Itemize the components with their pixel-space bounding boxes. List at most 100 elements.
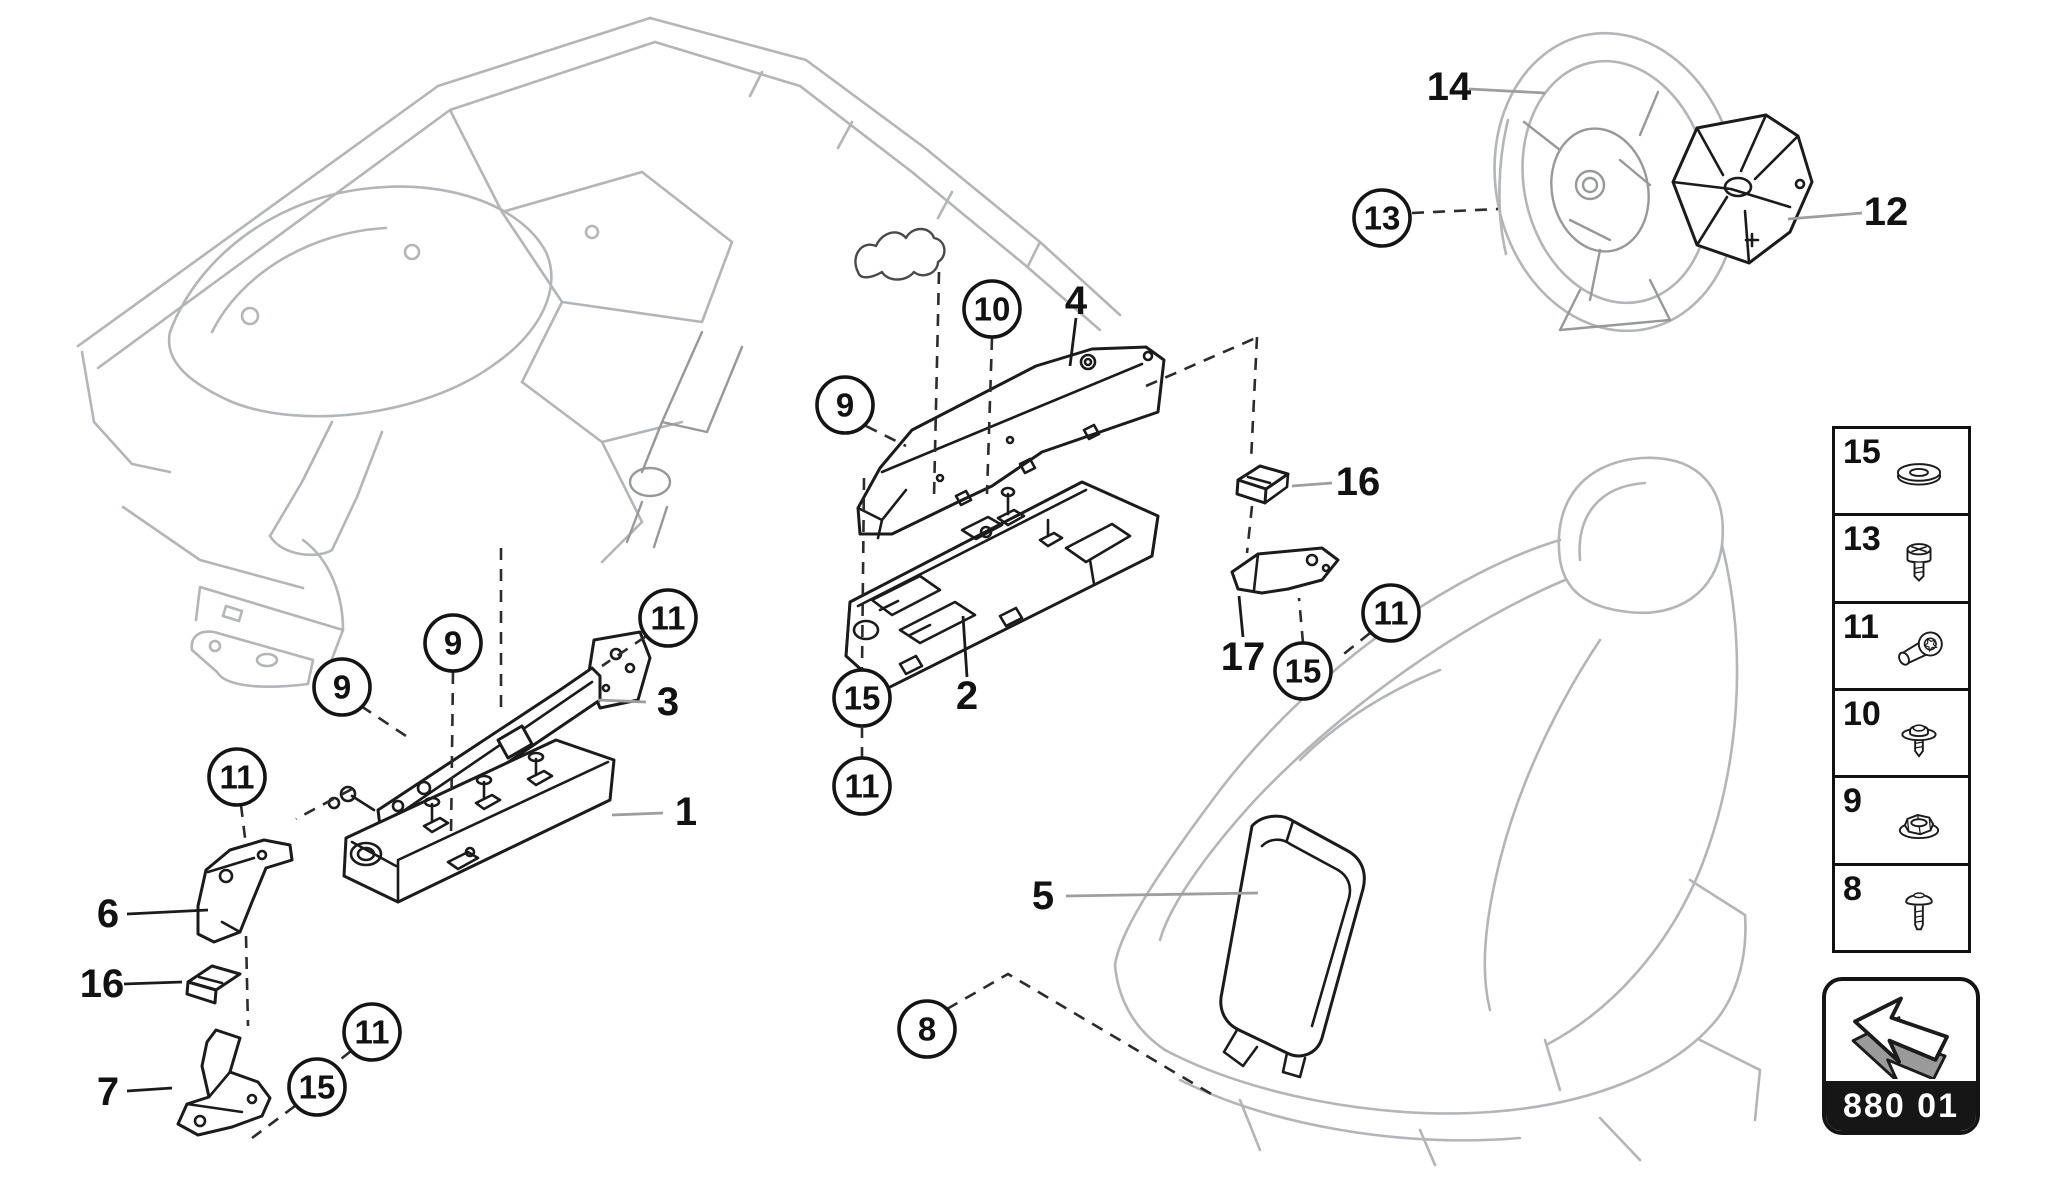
- callout-label-2[interactable]: 2: [956, 615, 978, 718]
- leader-line: [1468, 87, 1546, 95]
- callout-label-5[interactable]: 5: [1032, 874, 1259, 918]
- leader-line: [126, 1086, 173, 1093]
- callout-circle-15[interactable]: 15: [832, 477, 892, 728]
- callout-circle-9[interactable]: 9: [312, 657, 413, 742]
- callout-circle-9[interactable]: 9: [423, 613, 483, 837]
- callout-circle-15[interactable]: 15: [251, 1057, 347, 1140]
- callout-circle-15[interactable]: 15: [1273, 597, 1333, 701]
- callout-label-7[interactable]: 7: [97, 1070, 173, 1114]
- page-nav-box[interactable]: 880 01: [1822, 977, 1980, 1135]
- callout-ring: [1361, 583, 1421, 643]
- leader-line: [449, 671, 455, 837]
- callout-circle-13[interactable]: 13: [1352, 188, 1499, 248]
- assembly-axis-line: [1245, 505, 1254, 554]
- callout-ring: [342, 1002, 402, 1062]
- callout-label-1[interactable]: 1: [611, 790, 697, 834]
- shoulder-bolt-icon: [1893, 627, 1947, 672]
- callout-ring: [207, 747, 267, 807]
- assembly-axis-line: [1249, 336, 1259, 462]
- leader-line: [126, 908, 209, 916]
- callout-number: 17: [1221, 635, 1266, 679]
- callout-number: 11: [651, 600, 686, 637]
- callout-label-16[interactable]: 16: [1291, 460, 1381, 504]
- callout-number: 7: [97, 1070, 119, 1114]
- callout-number: 4: [1065, 279, 1088, 323]
- cheese-head-screw-icon: [1906, 543, 1932, 582]
- legend-item-10[interactable]: 10: [1835, 690, 1968, 779]
- leader-line: [860, 477, 866, 671]
- callout-ring: [832, 756, 892, 816]
- callout-number: 15: [1285, 653, 1322, 690]
- dashboard-line-art: [76, 16, 1122, 688]
- part-drawing-12-steering-airbag: [1671, 113, 1814, 265]
- callout-circle-11[interactable]: 11: [1339, 583, 1421, 659]
- callout-label-12[interactable]: 12: [1787, 190, 1909, 234]
- part-drawing-1-knee-airbag: [342, 738, 616, 904]
- callout-label-17[interactable]: 17: [1221, 595, 1266, 679]
- callout-number: 9: [836, 387, 854, 424]
- leader-line: [360, 704, 413, 742]
- leader-line: [985, 337, 994, 495]
- callout-ring: [897, 999, 957, 1059]
- callout-number: 11: [355, 1014, 390, 1051]
- callout-number: 15: [299, 1069, 336, 1106]
- leader-line: [597, 698, 647, 704]
- leader-line: [1291, 481, 1333, 488]
- washer-icon: [1896, 463, 1942, 486]
- direction-arrow-icon: [1826, 981, 1976, 1085]
- callout-label-4[interactable]: 4: [1065, 279, 1088, 367]
- leader-line: [611, 811, 664, 817]
- callout-number: 5: [1032, 874, 1054, 918]
- callout-number: 13: [1364, 200, 1401, 237]
- callout-circle-11[interactable]: 11: [601, 588, 698, 668]
- callout-circle-11[interactable]: 11: [832, 726, 892, 816]
- assembly-axis-lines: [244, 271, 1259, 1027]
- leader-line: [961, 615, 969, 678]
- legend-item-13[interactable]: 13: [1835, 516, 1968, 604]
- callout-number: 16: [80, 962, 125, 1006]
- legend-item-9[interactable]: 9: [1835, 778, 1968, 866]
- callout-label-3[interactable]: 3: [597, 680, 679, 724]
- callout-circle-11[interactable]: 11: [301, 1002, 402, 1092]
- part-drawing-7-bracket: [176, 1028, 272, 1137]
- callout-ring: [287, 1057, 347, 1117]
- legend-item-11[interactable]: 11: [1835, 603, 1968, 691]
- leader-line: [1237, 595, 1245, 638]
- seat-line-art: [1113, 456, 1762, 1167]
- callout-label-6[interactable]: 6: [97, 892, 209, 936]
- callout-number: 1: [675, 790, 697, 834]
- leader-line: [251, 1104, 296, 1140]
- legend-part-number: 8: [1843, 869, 1862, 908]
- callout-number: 11: [845, 768, 880, 805]
- callout-label-16[interactable]: 16: [80, 962, 183, 1006]
- part-drawing-6-bracket: [196, 838, 294, 944]
- assembly-axis-line: [932, 271, 941, 498]
- leader-line: [1068, 317, 1078, 367]
- legend-item-15[interactable]: 15: [1835, 429, 1968, 517]
- callout-label-14[interactable]: 14: [1427, 65, 1546, 109]
- legend-item-8[interactable]: 8: [1835, 865, 1968, 950]
- callout-circle-9[interactable]: 9: [815, 375, 907, 448]
- legend-part-number: 15: [1843, 433, 1881, 471]
- leader-line: [239, 804, 248, 847]
- callout-number: 2: [956, 674, 978, 718]
- callout-circle-11[interactable]: 11: [207, 747, 267, 847]
- callout-circle-10[interactable]: 10: [962, 279, 1022, 495]
- legend-part-number: 10: [1843, 694, 1881, 733]
- callout-ring: [638, 588, 698, 648]
- leader-line: [1065, 891, 1259, 898]
- page-code: 880 01: [1826, 1081, 1976, 1131]
- flange-nut-icon: [1898, 814, 1940, 840]
- leader-line: [1787, 211, 1863, 221]
- callout-ring: [1273, 641, 1333, 701]
- part-drawing-17-bracket-right: [1230, 546, 1340, 595]
- leader-line: [123, 980, 183, 986]
- callout-number: 16: [1336, 460, 1381, 504]
- leader-line: [601, 635, 646, 668]
- callout-number: 12: [1864, 190, 1909, 234]
- callout-circle-8[interactable]: 8: [897, 972, 1214, 1097]
